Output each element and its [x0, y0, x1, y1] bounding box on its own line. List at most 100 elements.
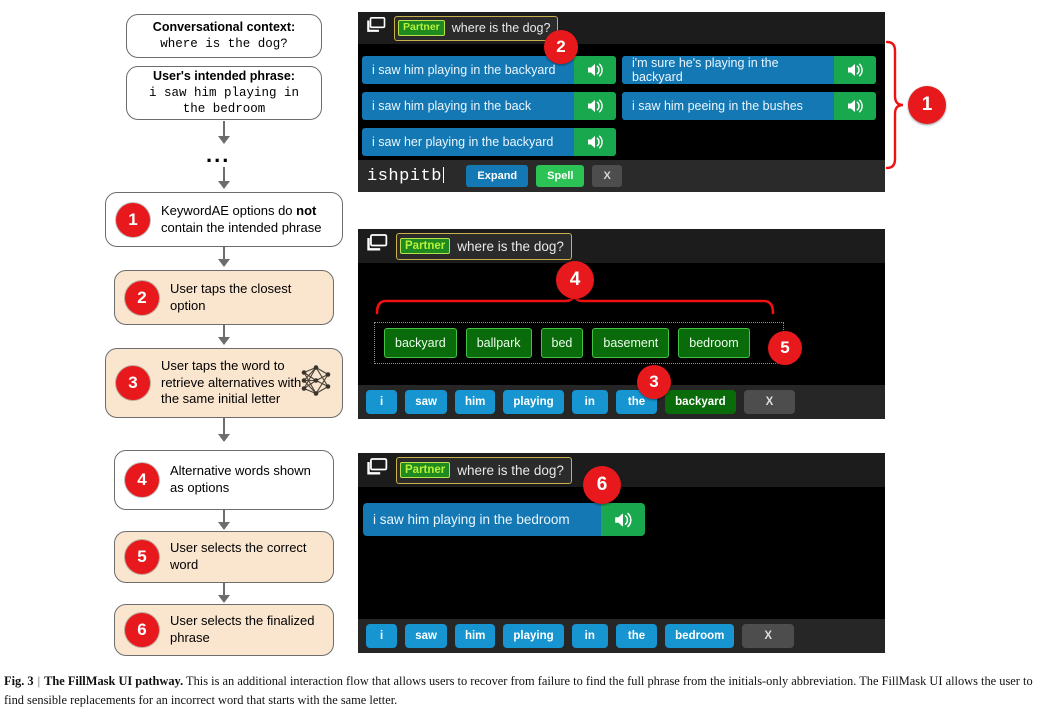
- conversational-context-value: where is the dog?: [160, 36, 288, 51]
- flow-arrow-head: [218, 522, 230, 530]
- flow-step-5: 5 User selects the correct word: [114, 531, 334, 583]
- context-pill: Partner where is the dog?: [396, 232, 572, 260]
- chat-icon: [366, 458, 388, 482]
- phrase-option[interactable]: i saw him playing in the backyard: [362, 56, 616, 84]
- flow-ellipsis: ...: [206, 142, 231, 167]
- expand-button[interactable]: Expand: [466, 165, 529, 187]
- phrase-option-label: i'm sure he's playing in the backyard: [622, 56, 834, 84]
- phrase-option-label: i saw him peeing in the bushes: [622, 92, 834, 120]
- flow-arrow: [223, 247, 225, 261]
- flow-arrow: [223, 583, 225, 597]
- conversational-context-title: Conversational context:: [152, 20, 296, 35]
- close-button[interactable]: X: [592, 165, 622, 187]
- figure-caption: Fig. 3|The FillMask UI pathway. This is …: [4, 672, 1047, 710]
- word-chip[interactable]: i: [366, 624, 398, 648]
- alternative-chip[interactable]: backyard: [384, 328, 457, 358]
- marker-2: 2: [544, 30, 578, 64]
- word-chip[interactable]: the: [615, 624, 658, 648]
- figure-title: The FillMask UI pathway.: [44, 674, 184, 688]
- partner-tag: Partner: [400, 461, 451, 479]
- flow-arrow-head: [218, 136, 230, 144]
- flow-step-3: 3 User taps the word to retrieve alterna…: [105, 348, 343, 418]
- partner-tag: Partner: [398, 20, 445, 36]
- word-chip[interactable]: the: [615, 390, 658, 414]
- figure-label: Fig. 3: [4, 674, 34, 688]
- phrase-option[interactable]: i'm sure he's playing in the backyard: [622, 56, 876, 84]
- flow-arrow-head: [218, 337, 230, 345]
- flow-arrow: [223, 418, 225, 436]
- word-chip[interactable]: him: [454, 624, 496, 648]
- speaker-icon[interactable]: [574, 56, 616, 84]
- step-badge-1: 1: [116, 202, 150, 237]
- context-bar: Partner where is the dog?: [358, 453, 885, 487]
- flow-arrow: [223, 510, 225, 524]
- step-badge-5: 5: [125, 540, 159, 574]
- intended-phrase-box: User's intended phrase: i saw him playin…: [126, 66, 322, 120]
- word-chip[interactable]: playing: [503, 624, 564, 648]
- finalized-phrase-panel: Partner where is the dog? i saw him play…: [358, 453, 885, 653]
- keywordae-options-panel: Partner where is the dog? i saw him play…: [358, 12, 885, 192]
- alternative-chip[interactable]: basement: [592, 328, 670, 358]
- step-label-3: User taps the word to retrieve alternati…: [161, 357, 302, 407]
- spell-button[interactable]: Spell: [536, 165, 585, 187]
- abbreviation-input[interactable]: ishpitb: [367, 166, 445, 186]
- caption-body: This is an additional interaction flow t…: [4, 674, 1033, 708]
- speaker-icon[interactable]: [574, 92, 616, 120]
- phrase-option[interactable]: i saw him peeing in the bushes: [622, 92, 876, 120]
- word-chip-selected[interactable]: backyard: [665, 390, 736, 414]
- flow-arrow-head: [218, 181, 230, 189]
- speaker-icon[interactable]: [574, 128, 616, 156]
- fillmask-alternatives-panel: Partner where is the dog? backyard ballp…: [358, 229, 885, 419]
- flow-arrow-head: [218, 434, 230, 442]
- word-chip[interactable]: in: [571, 390, 608, 414]
- step-label-6: User selects the finalized phrase: [170, 613, 315, 645]
- intended-phrase-value: i saw him playing in the bedroom: [148, 85, 300, 116]
- step-badge-3: 3: [116, 366, 150, 400]
- flow-chart: Conversational context: where is the dog…: [0, 0, 358, 670]
- word-chip[interactable]: bedroom: [665, 624, 735, 648]
- conversational-context-box: Conversational context: where is the dog…: [126, 14, 322, 58]
- abbreviation-toolbar: ishpitb Expand Spell X: [358, 160, 885, 192]
- brace-group-1: [885, 40, 904, 170]
- close-button[interactable]: X: [743, 390, 796, 414]
- step-label-4: Alternative words shown as options: [170, 463, 311, 495]
- word-chip[interactable]: playing: [503, 390, 564, 414]
- step-badge-6: 6: [125, 613, 159, 647]
- word-chip[interactable]: i: [366, 390, 398, 414]
- speaker-icon[interactable]: [834, 92, 876, 120]
- marker-3: 3: [637, 365, 671, 399]
- chat-icon: [366, 17, 386, 39]
- step-label-2: User taps the closest option: [170, 280, 292, 313]
- context-pill: Partner where is the dog?: [396, 456, 572, 484]
- context-bar: Partner where is the dog?: [358, 12, 885, 44]
- word-chip[interactable]: saw: [405, 390, 447, 414]
- phrase-option[interactable]: i saw him playing in the back: [362, 92, 616, 120]
- final-phrase-option[interactable]: i saw him playing in the bedroom: [363, 503, 645, 536]
- word-chip[interactable]: him: [454, 390, 496, 414]
- marker-6: 6: [583, 466, 621, 504]
- phrase-option-label: i saw him playing in the back: [362, 92, 574, 120]
- flow-arrow-head: [218, 259, 230, 267]
- intended-phrase-title: User's intended phrase:: [153, 68, 295, 83]
- word-chip-bar: i saw him playing in the backyard X: [358, 385, 885, 419]
- context-phrase: where is the dog?: [457, 462, 564, 478]
- speaker-icon[interactable]: [834, 56, 876, 84]
- abbreviation-value: ishpitb: [367, 166, 442, 186]
- chat-icon: [366, 234, 388, 258]
- flow-arrow: [223, 121, 225, 138]
- word-chip[interactable]: in: [571, 624, 608, 648]
- word-chip[interactable]: saw: [405, 624, 447, 648]
- alternative-chip[interactable]: bed: [540, 328, 584, 358]
- context-phrase: where is the dog?: [457, 238, 564, 254]
- speaker-icon[interactable]: [601, 503, 645, 536]
- alternative-chip[interactable]: ballpark: [465, 328, 532, 358]
- flow-arrow-head: [218, 595, 230, 603]
- flow-step-4: 4 Alternative words shown as options: [114, 450, 334, 510]
- alternative-chip[interactable]: bedroom: [678, 328, 750, 358]
- step-badge-4: 4: [125, 463, 159, 497]
- close-button[interactable]: X: [742, 624, 795, 648]
- phrase-option-label: i saw him playing in the backyard: [362, 56, 574, 84]
- phrase-option[interactable]: i saw her playing in the backyard: [362, 128, 616, 156]
- step-label-5: User selects the correct word: [170, 540, 307, 572]
- flow-arrow: [223, 167, 225, 183]
